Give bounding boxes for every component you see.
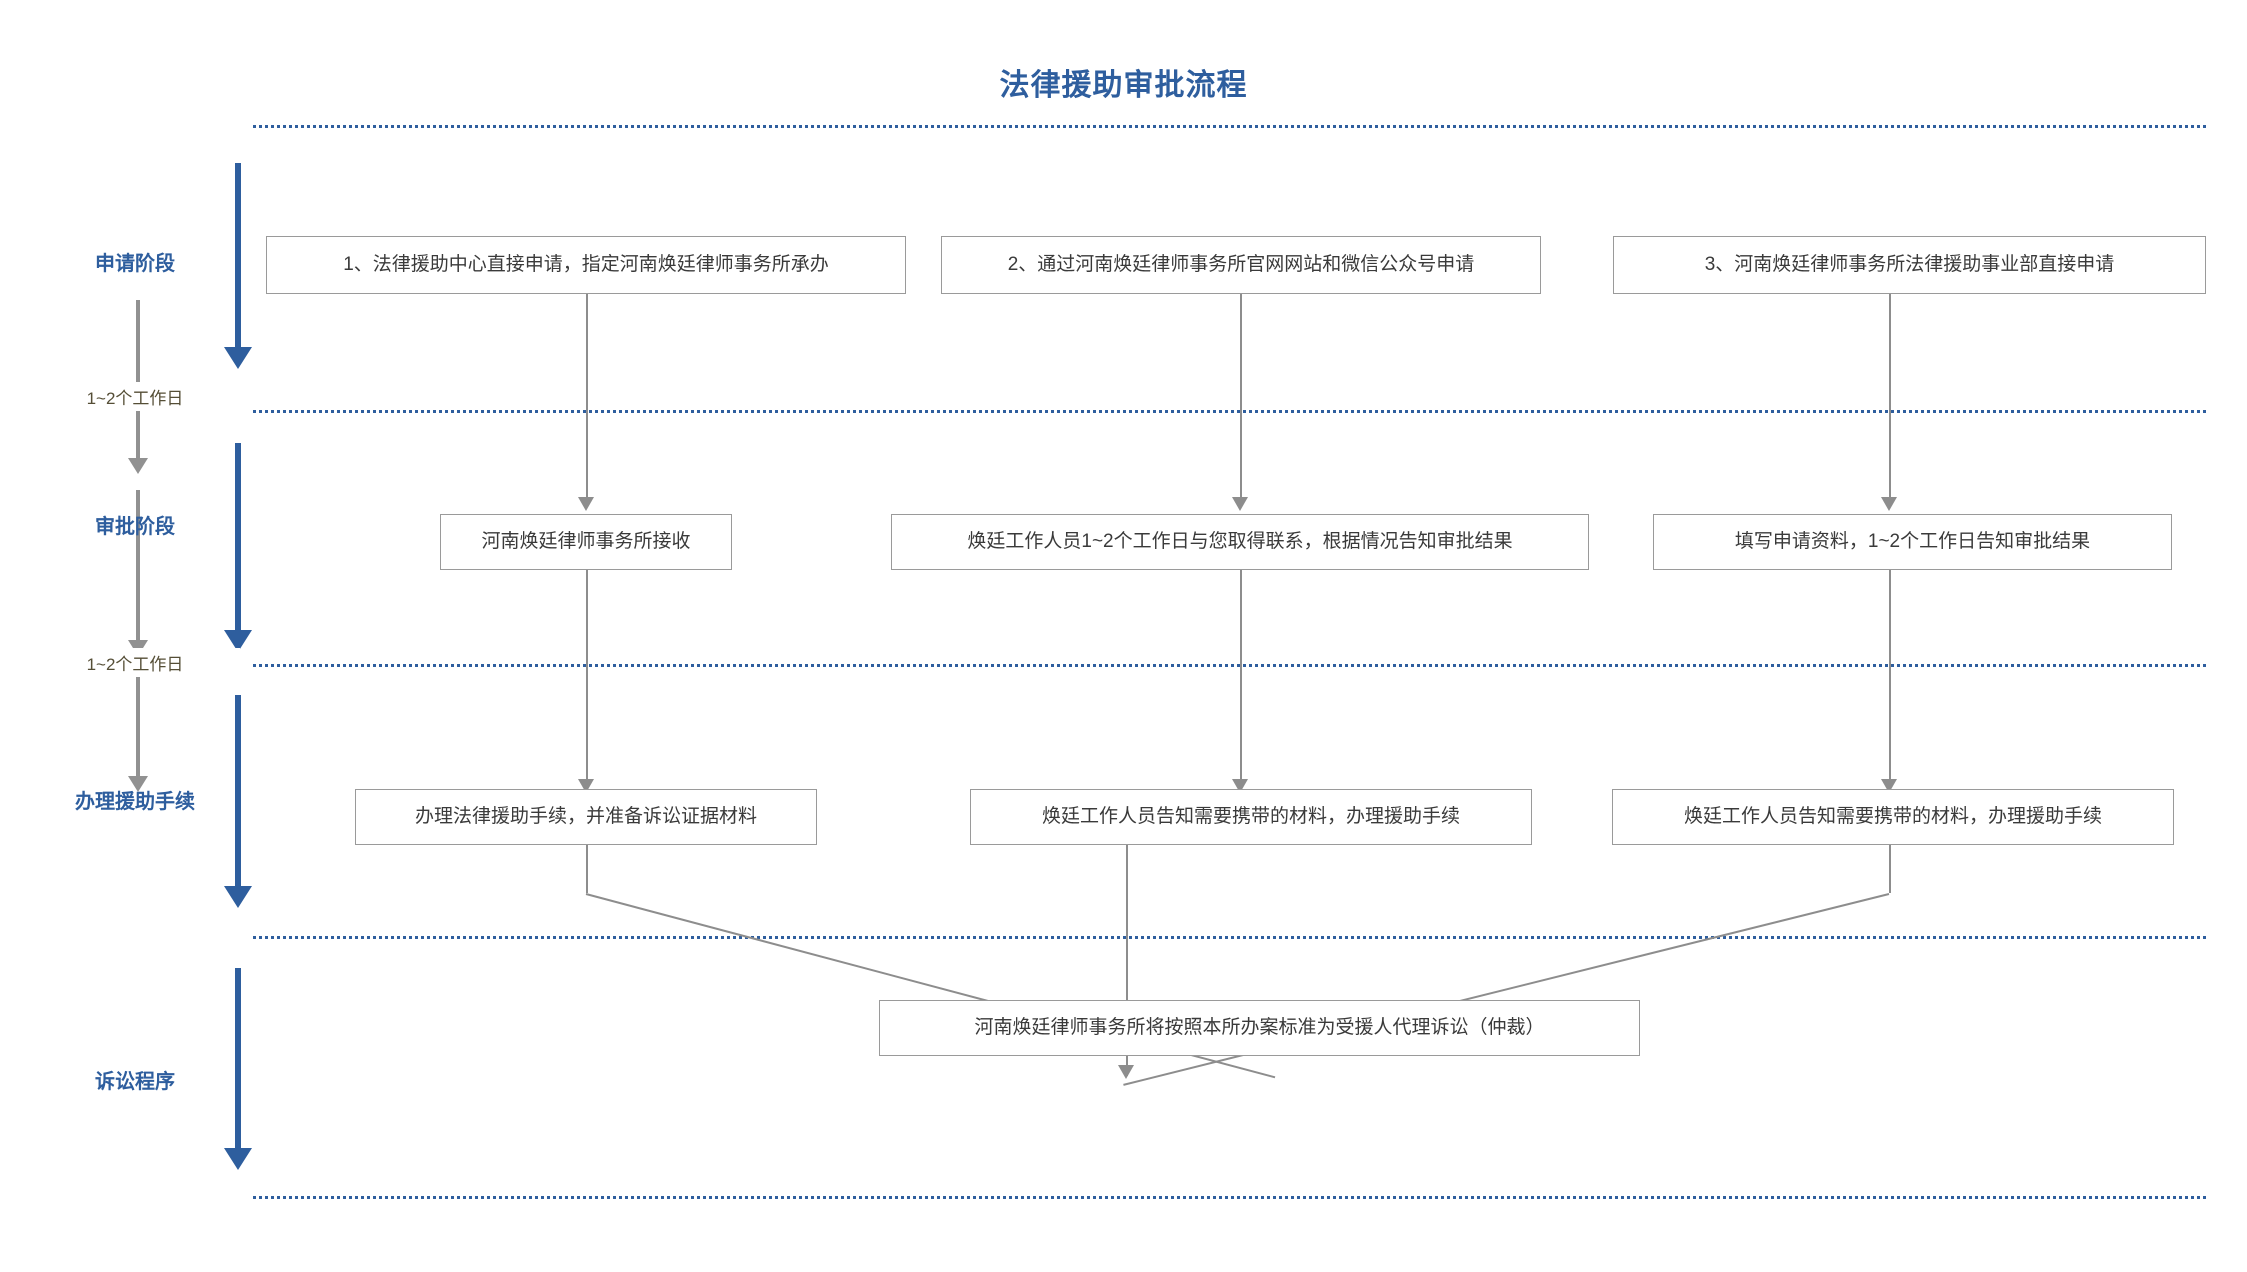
duration-label-2: 1~2个工作日 (30, 648, 240, 677)
band-divider-review-handle (253, 664, 2206, 667)
band-divider-apply-review (253, 410, 2206, 413)
stage-label-handle: 办理援助手续 (75, 791, 195, 813)
connector-handle2-drop (1126, 845, 1128, 1076)
node-apply-3[interactable]: 3、河南焕廷律师事务所法律援助事业部直接申请 (1613, 236, 2206, 294)
stage-label-review: 审批阶段 (95, 516, 175, 538)
band-divider-bottom (253, 1196, 2206, 1199)
connector-review1-to-handle1 (586, 570, 588, 781)
node-apply-1[interactable]: 1、法律援助中心直接申请，指定河南焕廷律师事务所承办 (266, 236, 906, 294)
stage-arrow-review-head (224, 630, 252, 652)
duration-arrow-2-shaft (136, 490, 140, 645)
duration-arrow-3-shaft (136, 670, 140, 780)
stage-arrow-handle-shaft (235, 695, 241, 891)
connector-converge-head (1118, 1065, 1134, 1079)
node-litigation-1[interactable]: 河南焕廷律师事务所将按照本所办案标准为受援人代理诉讼（仲裁） (879, 1000, 1640, 1056)
duration-arrow-3-head (128, 776, 148, 792)
node-review-3[interactable]: 填写申请资料，1~2个工作日告知审批结果 (1653, 514, 2172, 570)
stage-label-litigation: 诉讼程序 (95, 1071, 175, 1093)
connector-apply2-to-review2 (1240, 294, 1242, 499)
connector-handle3-drop (1889, 845, 1891, 893)
stage-arrow-review-shaft (235, 443, 241, 635)
connector-apply3-to-review3-head (1881, 497, 1897, 511)
connector-handle1-drop (586, 845, 588, 893)
connector-apply1-to-review1-head (578, 497, 594, 511)
band-divider-top (253, 125, 2206, 128)
stage-label-apply: 申请阶段 (95, 253, 175, 275)
connector-apply1-to-review1 (586, 294, 588, 499)
node-review-2[interactable]: 焕廷工作人员1~2个工作日与您取得联系，根据情况告知审批结果 (891, 514, 1589, 570)
node-handle-1[interactable]: 办理法律援助手续，并准备诉讼证据材料 (355, 789, 817, 845)
duration-label-1: 1~2个工作日 (30, 382, 240, 411)
stage-arrow-apply-shaft (235, 163, 241, 351)
stage-arrow-litigation-head (224, 1148, 252, 1170)
stage-arrow-litigation-shaft (235, 968, 241, 1154)
connector-review2-to-handle2 (1240, 570, 1242, 781)
connector-apply3-to-review3 (1889, 294, 1891, 499)
connector-review3-to-handle3 (1889, 570, 1891, 781)
node-handle-3[interactable]: 焕廷工作人员告知需要携带的材料，办理援助手续 (1612, 789, 2174, 845)
duration-arrow-1-head (128, 458, 148, 474)
stage-arrow-apply-head (224, 347, 252, 369)
band-divider-handle-litigation (253, 936, 2206, 939)
node-review-1[interactable]: 河南焕廷律师事务所接收 (440, 514, 732, 570)
connector-handle3-diagonal (1123, 893, 1890, 1086)
node-handle-2[interactable]: 焕廷工作人员告知需要携带的材料，办理援助手续 (970, 789, 1532, 845)
node-apply-2[interactable]: 2、通过河南焕廷律师事务所官网网站和微信公众号申请 (941, 236, 1541, 294)
connector-apply2-to-review2-head (1232, 497, 1248, 511)
duration-arrow-1-shaft (136, 300, 140, 462)
stage-arrow-handle-head (224, 886, 252, 908)
page-title: 法律援助审批流程 (999, 69, 1248, 102)
